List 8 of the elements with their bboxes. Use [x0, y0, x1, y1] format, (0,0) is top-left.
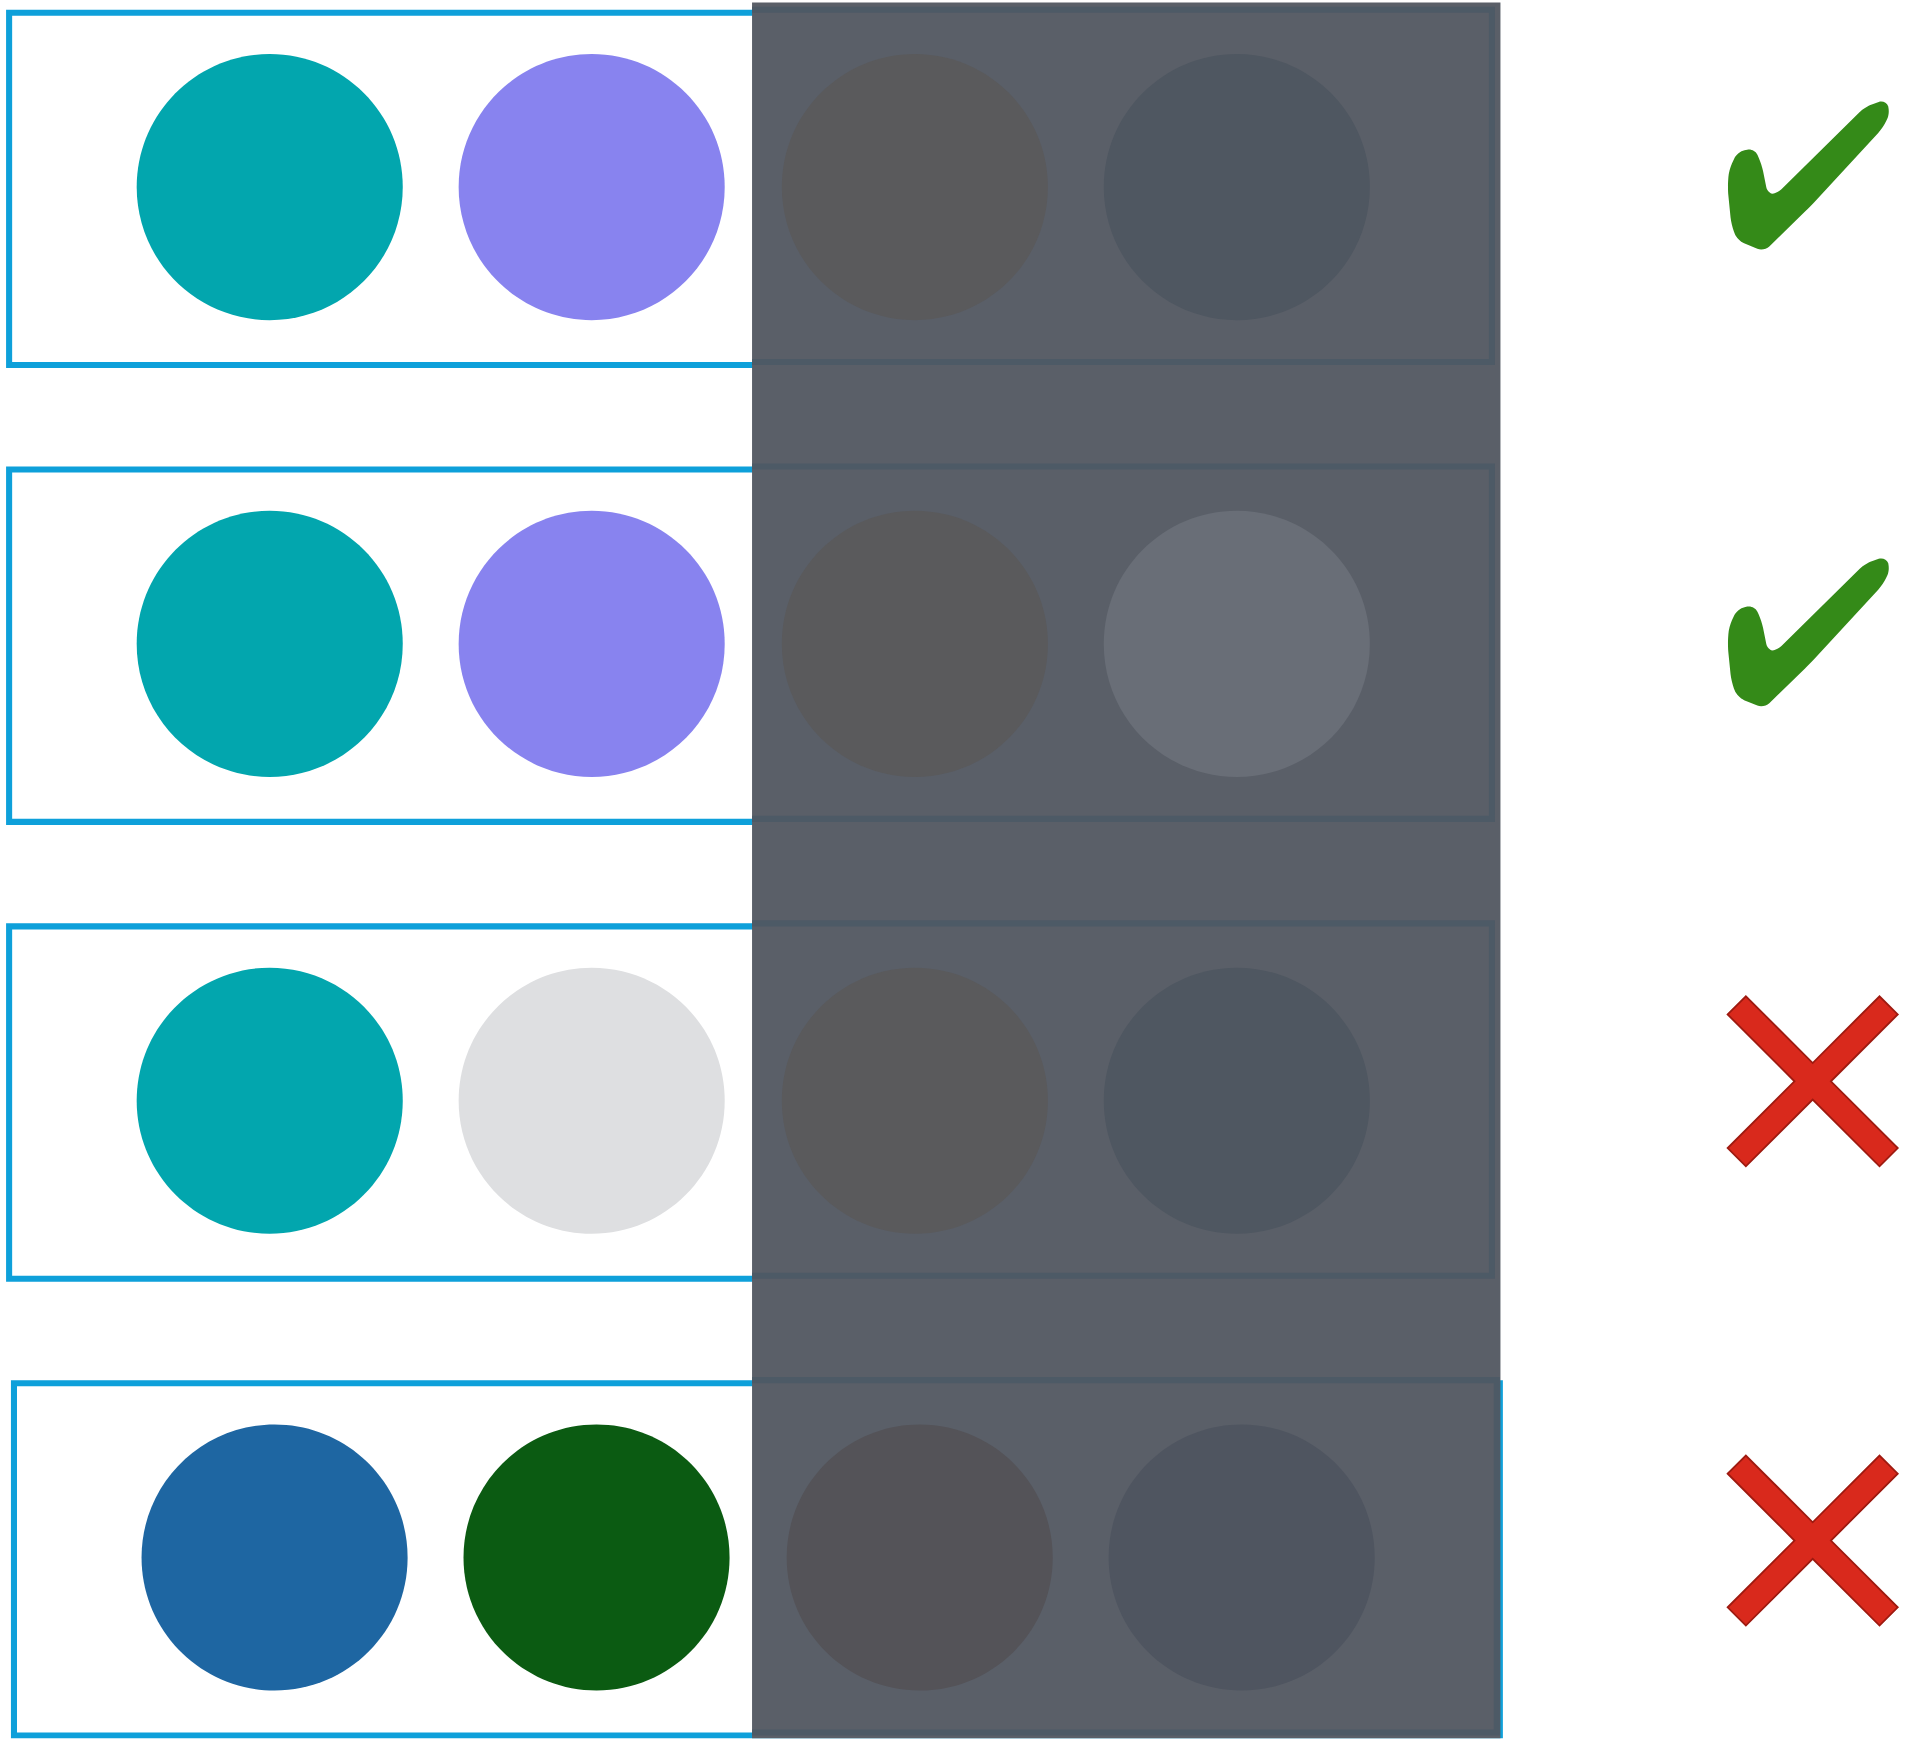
circle [458, 967, 725, 1234]
circle [463, 1424, 730, 1691]
circle [141, 1424, 408, 1691]
circle [458, 511, 725, 778]
circle [136, 511, 403, 778]
circle [136, 967, 403, 1234]
circle [458, 54, 725, 321]
circle [136, 54, 403, 321]
